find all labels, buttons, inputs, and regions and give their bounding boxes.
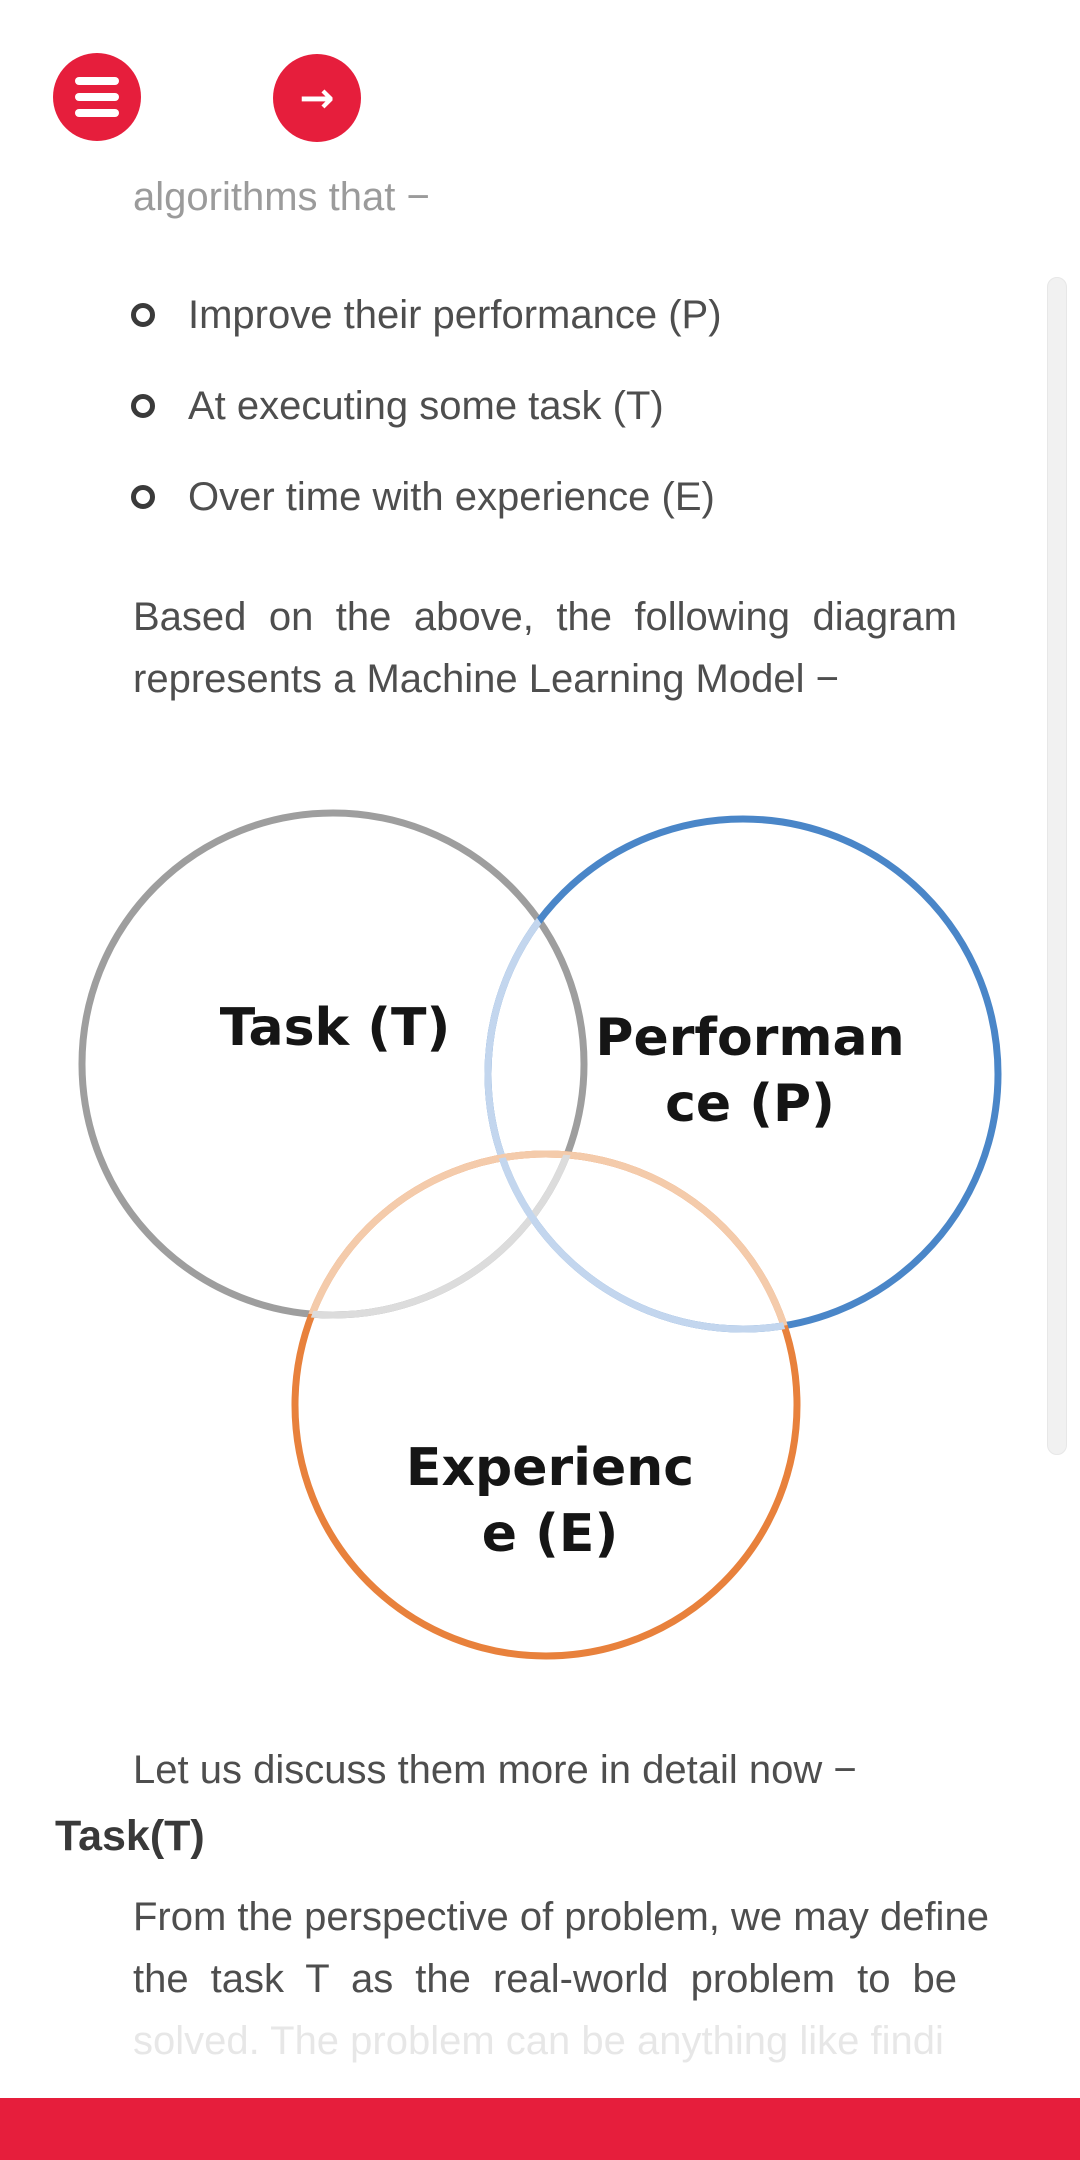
menu-button[interactable] — [53, 53, 141, 141]
bullet-circle-icon — [131, 485, 155, 509]
intro-text-fragment: algorithms that − — [133, 175, 430, 219]
label-line: ce (P) — [665, 1074, 835, 1134]
section-heading-task: Task(T) — [55, 1812, 205, 1860]
list-item: At executing some task (T) — [131, 375, 722, 437]
performance-circle-label: Performan ce (P) — [585, 1005, 915, 1137]
paragraph-task-definition: From the perspective of problem, we may … — [133, 1886, 989, 2072]
list-item: Improve their performance (P) — [131, 284, 722, 346]
experience-circle-label: Experienc e (E) — [385, 1435, 715, 1567]
venn-circles-svg — [78, 809, 1002, 1660]
bullet-circle-icon — [131, 303, 155, 327]
paragraph-line: the task T as the real-world problem to … — [133, 1957, 957, 2001]
next-page-button[interactable]: → — [273, 54, 361, 142]
list-item-text: At executing some task (T) — [188, 383, 664, 428]
paragraph-line: Based on the above, the following diagra… — [133, 595, 957, 639]
arrow-right-icon: → — [299, 73, 335, 122]
task-arc-faded — [295, 1154, 588, 1319]
bullet-list: Improve their performance (P) At executi… — [131, 284, 722, 557]
venn-diagram — [60, 790, 1020, 1680]
performance-arc-faded — [484, 1154, 797, 1333]
scrollbar-thumb[interactable] — [1047, 277, 1067, 1455]
paragraph-line-faded: solved. The problem can be anything like… — [133, 2019, 944, 2063]
list-item: Over time with experience (E) — [131, 466, 722, 528]
list-item-text: Over time with experience (E) — [188, 474, 715, 519]
experience-arc-faded — [488, 1150, 801, 1329]
bottom-toolbar — [0, 2098, 1080, 2160]
paragraph-line: represents a Machine Learning Model − — [133, 657, 839, 701]
label-line: e (E) — [481, 1504, 619, 1564]
label-line: Experienc — [405, 1438, 695, 1498]
performance-arc-faded — [484, 815, 584, 1315]
label-line: Task (T) — [219, 998, 451, 1058]
bullet-circle-icon — [131, 394, 155, 418]
discuss-line: Let us discuss them more in detail now − — [133, 1748, 857, 1792]
paragraph-line: From the perspective of problem, we may … — [133, 1895, 989, 1939]
task-circle-label: Task (T) — [175, 995, 495, 1061]
label-line: Performan — [595, 1008, 905, 1068]
list-item-text: Improve their performance (P) — [188, 292, 722, 337]
hamburger-icon — [75, 73, 119, 121]
paragraph-diagram-intro: Based on the above, the following diagra… — [133, 586, 957, 710]
